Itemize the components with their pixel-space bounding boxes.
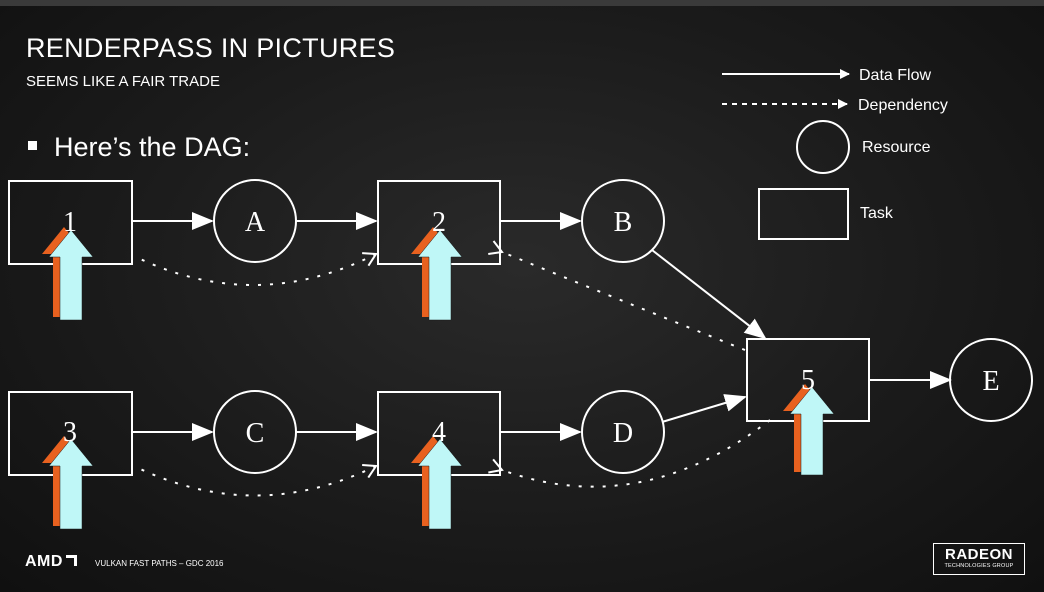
resource-node-D bbox=[581, 390, 665, 474]
legend: Data Flow Dependency Resource Task bbox=[722, 67, 948, 240]
radeon-badge: RADEON TECHNOLOGIES GROUP bbox=[933, 543, 1025, 575]
bullet-item: Here’s the DAG: bbox=[28, 132, 250, 163]
submit-arrow-5 bbox=[783, 384, 835, 476]
resource-node-E bbox=[949, 338, 1033, 422]
top-bar bbox=[0, 0, 1044, 6]
bullet-text: Here’s the DAG: bbox=[54, 132, 251, 162]
submit-arrow-3 bbox=[42, 436, 94, 530]
amd-arrow-icon bbox=[65, 555, 77, 566]
legend-resource-circle bbox=[796, 120, 850, 174]
resource-nodes bbox=[213, 179, 1033, 474]
edge-D-5 bbox=[661, 394, 747, 423]
legend-data-flow-label: Data Flow bbox=[859, 67, 931, 84]
resource-label-E: E bbox=[982, 366, 999, 397]
submit-arrows bbox=[42, 227, 835, 530]
resource-node-C bbox=[213, 390, 297, 474]
dependency-5-2 bbox=[488, 240, 746, 351]
slide-title: RENDERPASS IN PICTURES bbox=[26, 33, 396, 63]
dependency-4-3 bbox=[133, 463, 378, 497]
resource-label-D: D bbox=[613, 418, 633, 449]
task-label-2: 2 bbox=[432, 207, 446, 238]
radeon-badge-sub: TECHNOLOGIES GROUP bbox=[944, 563, 1014, 569]
footer-text: VULKAN FAST PATHS – GDC 2016 bbox=[95, 559, 224, 568]
radeon-badge-main: RADEON bbox=[944, 546, 1013, 563]
node-labels: 1 2 3 4 5 A B C D E bbox=[63, 207, 1000, 449]
submit-arrow-1 bbox=[42, 227, 94, 321]
legend-resource-label: Resource bbox=[862, 139, 931, 156]
data-flow-edges bbox=[132, 212, 952, 441]
resource-label-C: C bbox=[246, 418, 265, 449]
bullet-square-icon bbox=[28, 141, 37, 151]
edge-B-5 bbox=[651, 249, 767, 340]
task-label-4: 4 bbox=[432, 417, 446, 448]
resource-label-A: A bbox=[245, 207, 266, 238]
legend-task-label: Task bbox=[860, 205, 894, 222]
submit-arrow-2 bbox=[411, 227, 463, 321]
dependency-edges bbox=[133, 240, 771, 497]
dependency-5-4 bbox=[488, 419, 771, 488]
resource-node-B bbox=[581, 179, 665, 263]
slide-subtitle: SEEMS LIKE A FAIR TRADE bbox=[26, 73, 220, 90]
legend-task-rect bbox=[758, 188, 849, 240]
dependency-2-1 bbox=[133, 252, 378, 286]
submit-arrow-4 bbox=[411, 436, 463, 530]
resource-label-B: B bbox=[614, 207, 633, 238]
amd-logo-text: AMD bbox=[25, 553, 63, 570]
task-label-5: 5 bbox=[801, 365, 815, 396]
amd-logo: AMD bbox=[25, 553, 77, 571]
resource-node-A bbox=[213, 179, 297, 263]
legend-dependency-label: Dependency bbox=[858, 97, 948, 114]
task-label-1: 1 bbox=[63, 207, 77, 238]
task-label-3: 3 bbox=[63, 417, 77, 448]
